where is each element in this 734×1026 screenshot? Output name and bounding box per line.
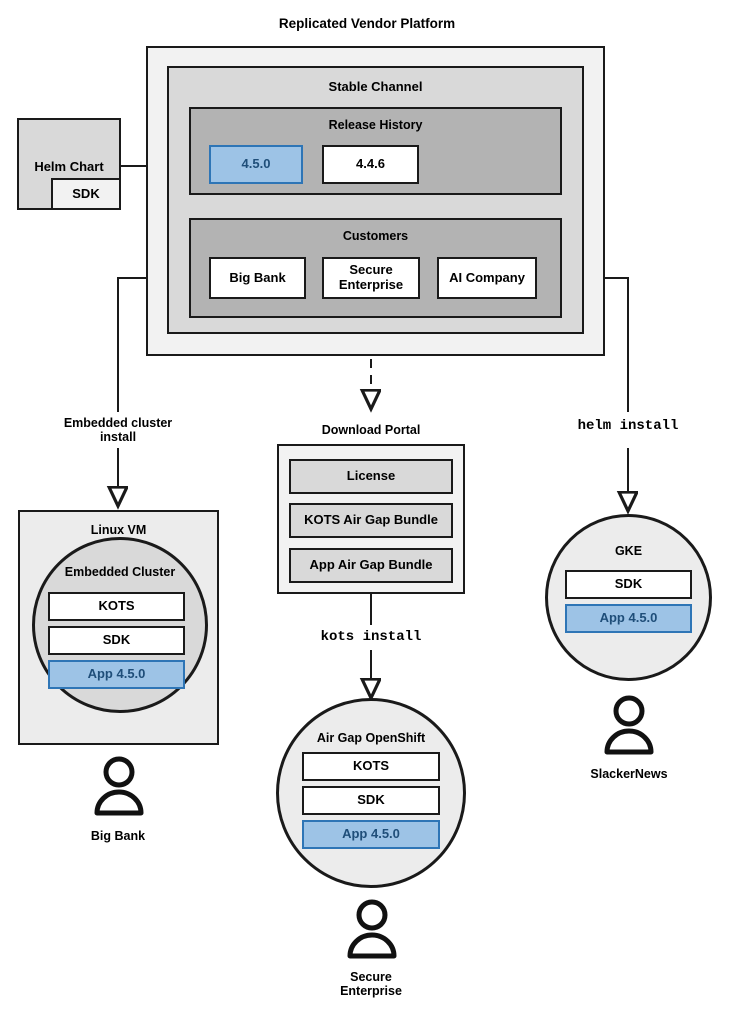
flow-label-helm-install: helm install xyxy=(577,418,679,434)
customer-ai-company[interactable]: AI Company xyxy=(437,257,537,299)
portal-artifact-license[interactable]: License xyxy=(289,459,453,494)
portal-artifact-app-airgap[interactable]: App Air Gap Bundle xyxy=(289,548,453,583)
release-history-title: Release History xyxy=(328,118,423,132)
airgap-openshift-title: Air Gap OpenShift xyxy=(316,731,426,745)
helm-chart-sdk-box[interactable]: SDK xyxy=(51,178,121,210)
customers-title: Customers xyxy=(342,229,409,243)
linux-vm-customer-label: Big Bank xyxy=(90,829,146,843)
release-4-5-0[interactable]: 4.5.0 xyxy=(209,145,303,184)
diagram-title: Replicated Vendor Platform xyxy=(278,16,456,31)
person-icon-secure-enterprise xyxy=(347,899,397,959)
flow-label-kots-install: kots install xyxy=(320,629,422,645)
linux-vm-title: Linux VM xyxy=(90,523,147,537)
airgap-customer-line2: Enterprise xyxy=(340,984,402,999)
gke-component-sdk[interactable]: SDK xyxy=(565,570,692,599)
embedded-cluster-title: Embedded Cluster xyxy=(64,565,176,579)
gke-customer-label: SlackerNews xyxy=(590,767,668,781)
linux-vm-component-app[interactable]: App 4.5.0 xyxy=(48,660,185,689)
stable-channel-title: Stable Channel xyxy=(328,79,423,94)
airgap-component-sdk[interactable]: SDK xyxy=(302,786,440,815)
linux-vm-component-sdk[interactable]: SDK xyxy=(48,626,185,655)
flow-label-embedded-install: Embedded cluster install xyxy=(38,416,198,445)
airgap-component-kots[interactable]: KOTS xyxy=(302,752,440,781)
flow-label-embedded-install-line2: install xyxy=(99,430,137,445)
airgap-customer-line1: Secure xyxy=(350,970,392,984)
helm-chart-label: Helm Chart xyxy=(34,159,104,174)
gke-component-app[interactable]: App 4.5.0 xyxy=(565,604,692,633)
linux-vm-component-kots[interactable]: KOTS xyxy=(48,592,185,621)
airgap-component-app[interactable]: App 4.5.0 xyxy=(302,820,440,849)
flow-label-embedded-install-line1: Embedded cluster xyxy=(63,416,173,430)
release-4-4-6[interactable]: 4.4.6 xyxy=(322,145,419,184)
customer-secure-enterprise[interactable]: Secure Enterprise xyxy=(322,257,420,299)
airgap-customer-label: Secure Enterprise xyxy=(291,970,451,999)
person-icon-big-bank xyxy=(94,756,144,816)
gke-title: GKE xyxy=(614,544,643,558)
download-portal-title: Download Portal xyxy=(321,423,421,437)
person-icon-slackernews xyxy=(604,695,654,755)
customer-big-bank[interactable]: Big Bank xyxy=(209,257,306,299)
portal-artifact-kots-airgap[interactable]: KOTS Air Gap Bundle xyxy=(289,503,453,538)
